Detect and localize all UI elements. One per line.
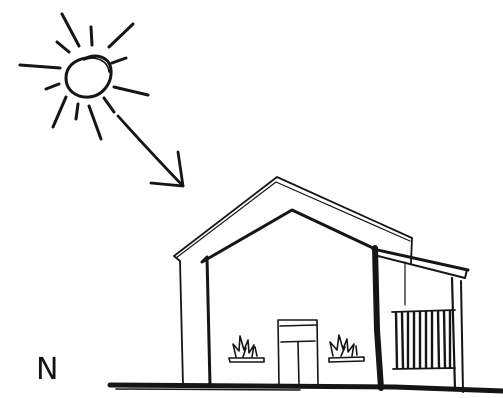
sun-ray: [53, 97, 66, 127]
sun-ray: [76, 104, 78, 119]
house-sketch: [174, 177, 468, 392]
veranda-right-post: [452, 278, 455, 390]
screen-top-rail: [392, 310, 455, 312]
screen-slat: [444, 311, 445, 368]
sun-ray: [57, 42, 69, 52]
north-label: N: [36, 352, 58, 387]
ground-stroke: [110, 385, 503, 391]
sun-ray: [104, 98, 114, 112]
plant-leaves: [233, 336, 257, 357]
planter-box: [329, 357, 364, 362]
right-planter: [329, 335, 364, 362]
veranda-slatted-screen: [392, 310, 455, 369]
sun-ray: [114, 87, 148, 95]
sun-ray: [62, 14, 79, 46]
left-planter: [229, 336, 264, 362]
sun-ray: [20, 65, 60, 68]
veranda-right-post-2: [461, 281, 463, 392]
screen-slat: [402, 313, 403, 368]
sun-ray-arrow: [118, 116, 183, 186]
veranda-post: [375, 248, 381, 388]
inner-gable: [202, 210, 373, 385]
plant-leaves: [330, 335, 357, 356]
sun-ray: [112, 58, 126, 63]
sun-icon: [20, 14, 148, 139]
ground-overdraw: [116, 389, 300, 390]
planter-box: [229, 358, 264, 362]
arrow-shaft: [118, 116, 183, 186]
screen-slat: [438, 311, 439, 368]
sun-ray: [89, 106, 101, 139]
sun-ray: [46, 84, 59, 89]
door: [278, 320, 318, 385]
screen-slats: [396, 311, 450, 368]
door-mullion: [298, 342, 299, 385]
sun-rays: [20, 14, 148, 139]
screen-slat: [396, 313, 397, 368]
door-frame-inner: [280, 325, 316, 326]
ground-line: [110, 385, 503, 391]
sun-ray: [91, 27, 92, 45]
sun-ray: [109, 24, 133, 47]
